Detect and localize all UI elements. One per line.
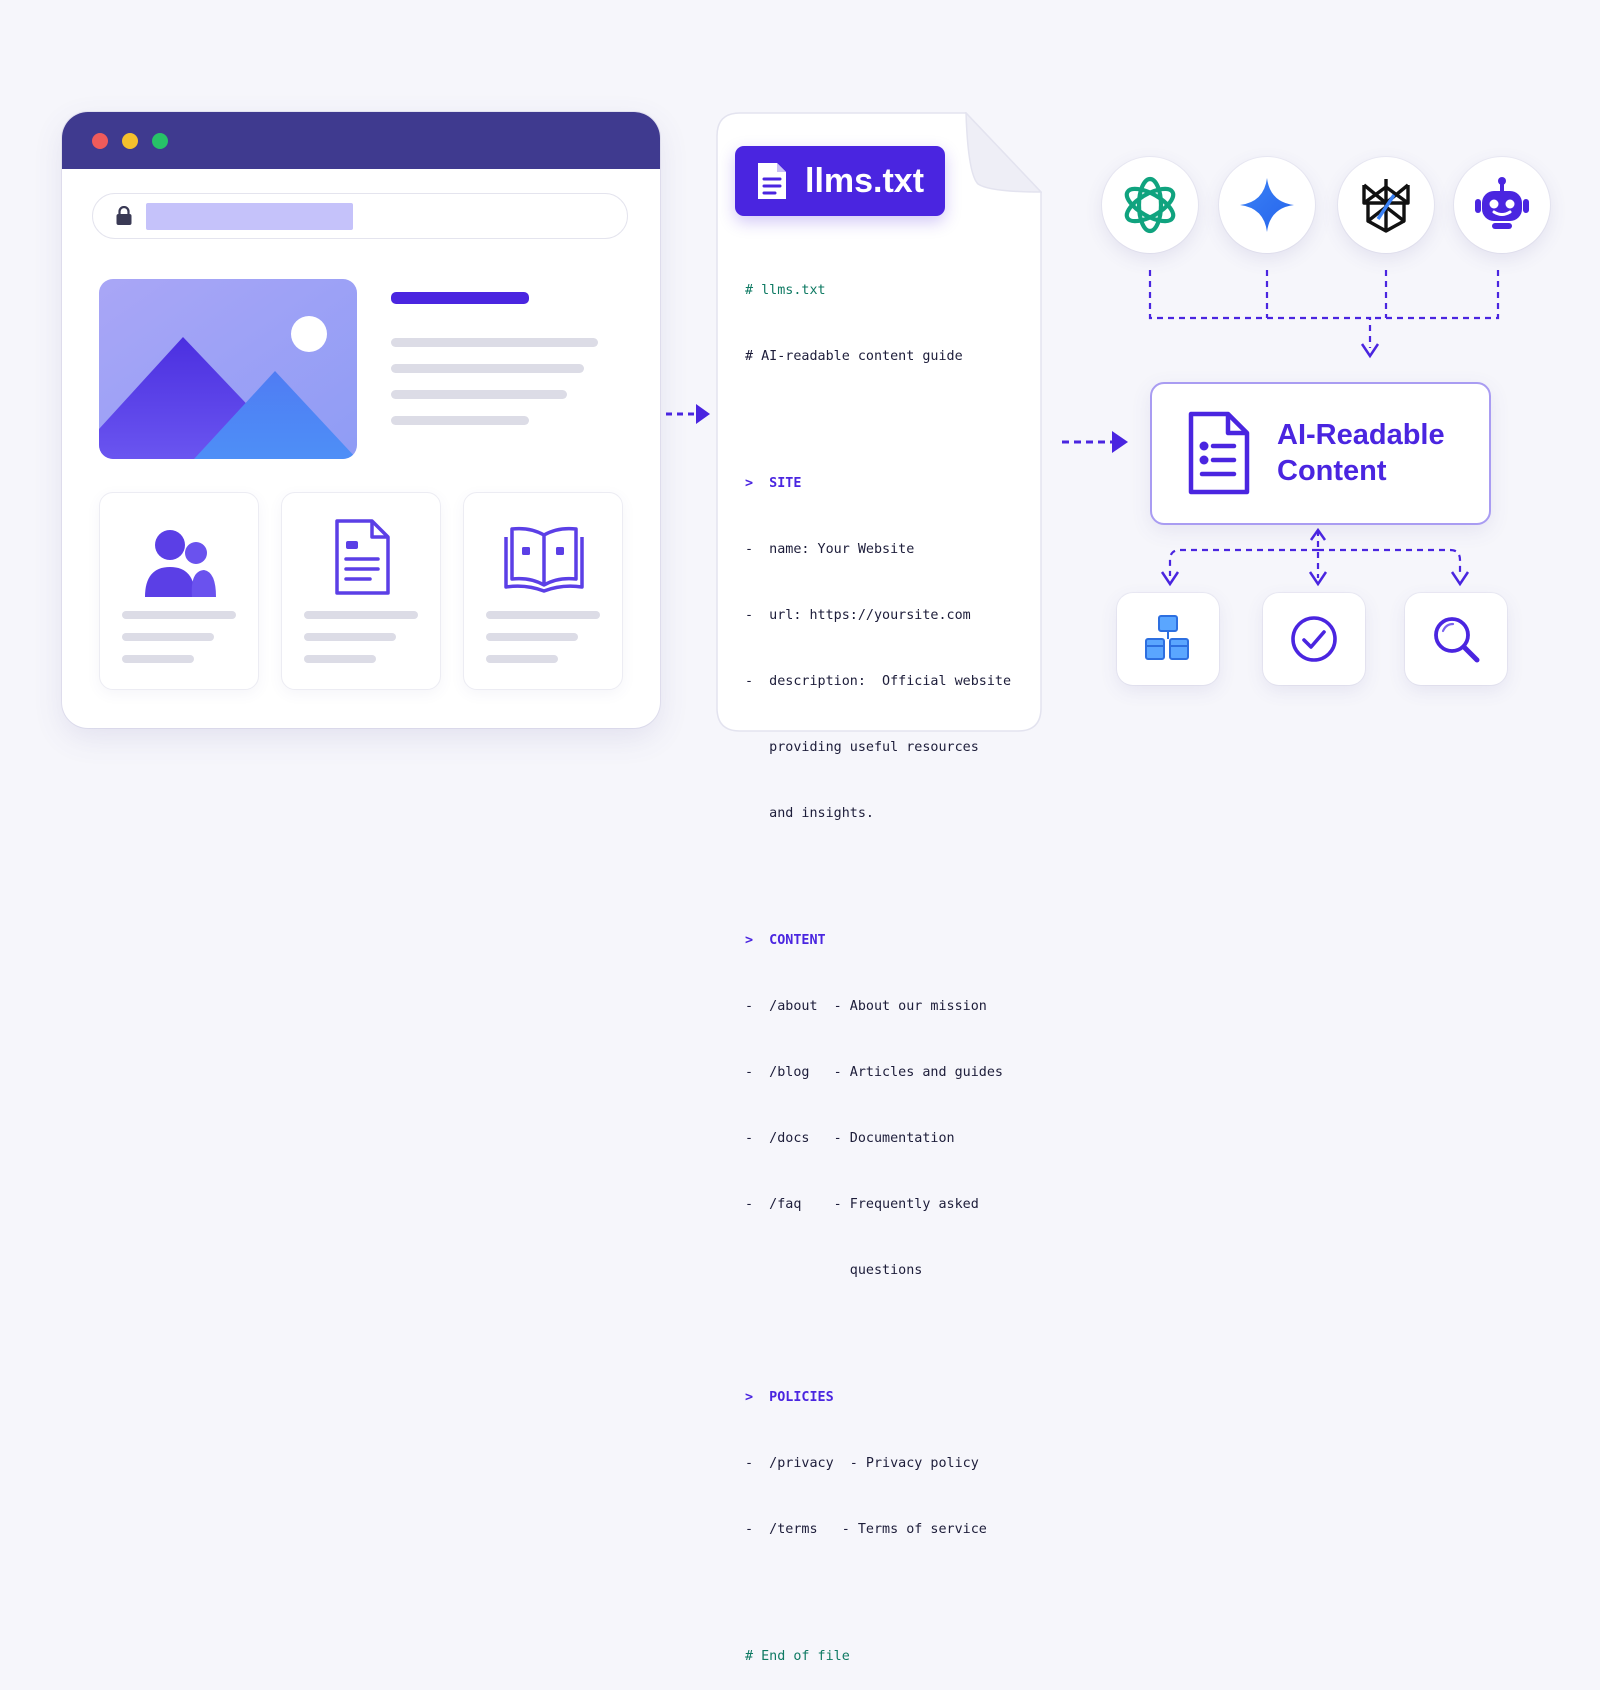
policy-entry: - /privacy - Privacy policy (745, 1456, 979, 1471)
comment-line: # llms.txt (745, 283, 826, 298)
site-url-line: - url: https://yoursite.com (745, 608, 971, 623)
open-book-icon (504, 526, 584, 593)
text-line (391, 416, 529, 425)
llms-txt-badge: llms.txt (735, 146, 945, 216)
text-line (391, 364, 584, 373)
magnifier-icon (1434, 617, 1480, 663)
comment-line: # AI-readable content guide (745, 349, 963, 364)
robot-icon (1475, 177, 1529, 229)
minimize-dot (122, 133, 138, 149)
close-dot (92, 133, 108, 149)
output-structure (1117, 593, 1219, 685)
site-description-line: and insights. (745, 806, 874, 821)
section-header-policies: > POLICIES (745, 1390, 834, 1405)
maximize-dot (152, 133, 168, 149)
check-circle-icon (1291, 616, 1337, 662)
ai-readable-title-line: Content (1277, 455, 1387, 487)
end-comment: # End of file (745, 1649, 850, 1664)
flow-arrow (666, 404, 710, 424)
converge-connectors (1148, 270, 1500, 359)
site-description-line: - description: Official website (745, 674, 1012, 689)
flow-arrow (1062, 431, 1128, 453)
hero-image-placeholder (99, 279, 357, 459)
content-entry: questions (745, 1263, 923, 1278)
file-icon (758, 163, 786, 199)
section-header-content: > CONTENT (745, 933, 826, 948)
text-line (391, 390, 567, 399)
content-entry: - /faq - Frequently asked (745, 1197, 979, 1212)
document-contents: # llms.txt # AI-readable content guide >… (745, 236, 1035, 1690)
ai-assistant-openai (1102, 157, 1198, 253)
ai-assistant-perplexity (1338, 157, 1434, 253)
users-icon (145, 530, 216, 597)
address-bar (92, 193, 628, 239)
site-description-line: providing useful resources (745, 740, 979, 755)
guide-card (463, 492, 623, 690)
document-icon (1188, 411, 1250, 495)
diverge-connectors (1160, 527, 1470, 587)
lock-icon (116, 206, 132, 225)
output-search (1405, 593, 1507, 685)
ai-readable-content-box: AI-Readable Content (1150, 382, 1491, 525)
sparkle-star-icon (1240, 178, 1294, 232)
ai-assistant-gemini (1219, 157, 1315, 253)
website-browser-window (62, 112, 660, 728)
ai-assistant-robot (1454, 157, 1550, 253)
text-line (391, 338, 598, 347)
content-entry: - /about - About our mission (745, 999, 987, 1014)
perplexity-icon (1362, 179, 1410, 233)
document-filename: llms.txt (805, 162, 925, 200)
ai-readable-title-line: AI-Readable (1277, 419, 1445, 451)
section-header-site: > SITE (745, 476, 802, 491)
content-entry: - /docs - Documentation (745, 1131, 955, 1146)
blocks-icon (1145, 615, 1189, 660)
site-name-line: - name: Your Website (745, 542, 915, 557)
document-card (281, 492, 441, 690)
heading-bar (391, 292, 529, 304)
openai-icon (1124, 176, 1176, 234)
ai-readable-title: AI-Readable Content (1277, 417, 1477, 489)
output-verified (1263, 593, 1365, 685)
document-icon (335, 519, 390, 595)
llms-txt-document (716, 112, 1042, 732)
policy-entry: - /terms - Terms of service (745, 1522, 987, 1537)
content-entry: - /blog - Articles and guides (745, 1065, 1003, 1080)
users-card (99, 492, 259, 690)
url-placeholder-bar (146, 203, 353, 230)
